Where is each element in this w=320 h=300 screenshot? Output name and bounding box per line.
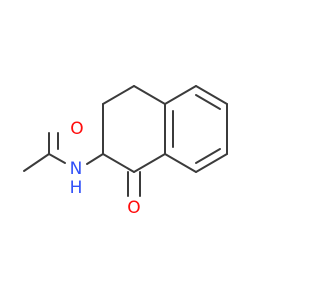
bond-carbonyl-nitrogen [48,153,66,164]
bond-c4-c4a [133,85,166,105]
bond-aromatic-inner-3 [195,148,221,164]
bond-aromatic-inner-2 [195,94,221,110]
amide-hydrogen-label: H [70,178,83,198]
bond-c1-c8a [133,153,166,173]
ketone-oxygen-label: O [127,198,140,218]
bond-methyl-carbonyl [23,153,50,172]
carbonyl-oxygen-label: O [70,119,83,139]
molecule-structure: O N H O [23,85,228,218]
bond-c8-c8a [164,153,197,173]
bond-c5-c6 [195,85,228,105]
molecule-canvas: O N H O [23,85,228,218]
bond-c2-c1 [102,153,135,173]
bond-c7-c8 [195,153,228,173]
bond-c3-c4 [102,85,135,105]
bond-c4a-c5 [164,85,197,105]
bond-nitrogen-ring [86,153,104,165]
amide-nitrogen-label: N [70,159,83,179]
